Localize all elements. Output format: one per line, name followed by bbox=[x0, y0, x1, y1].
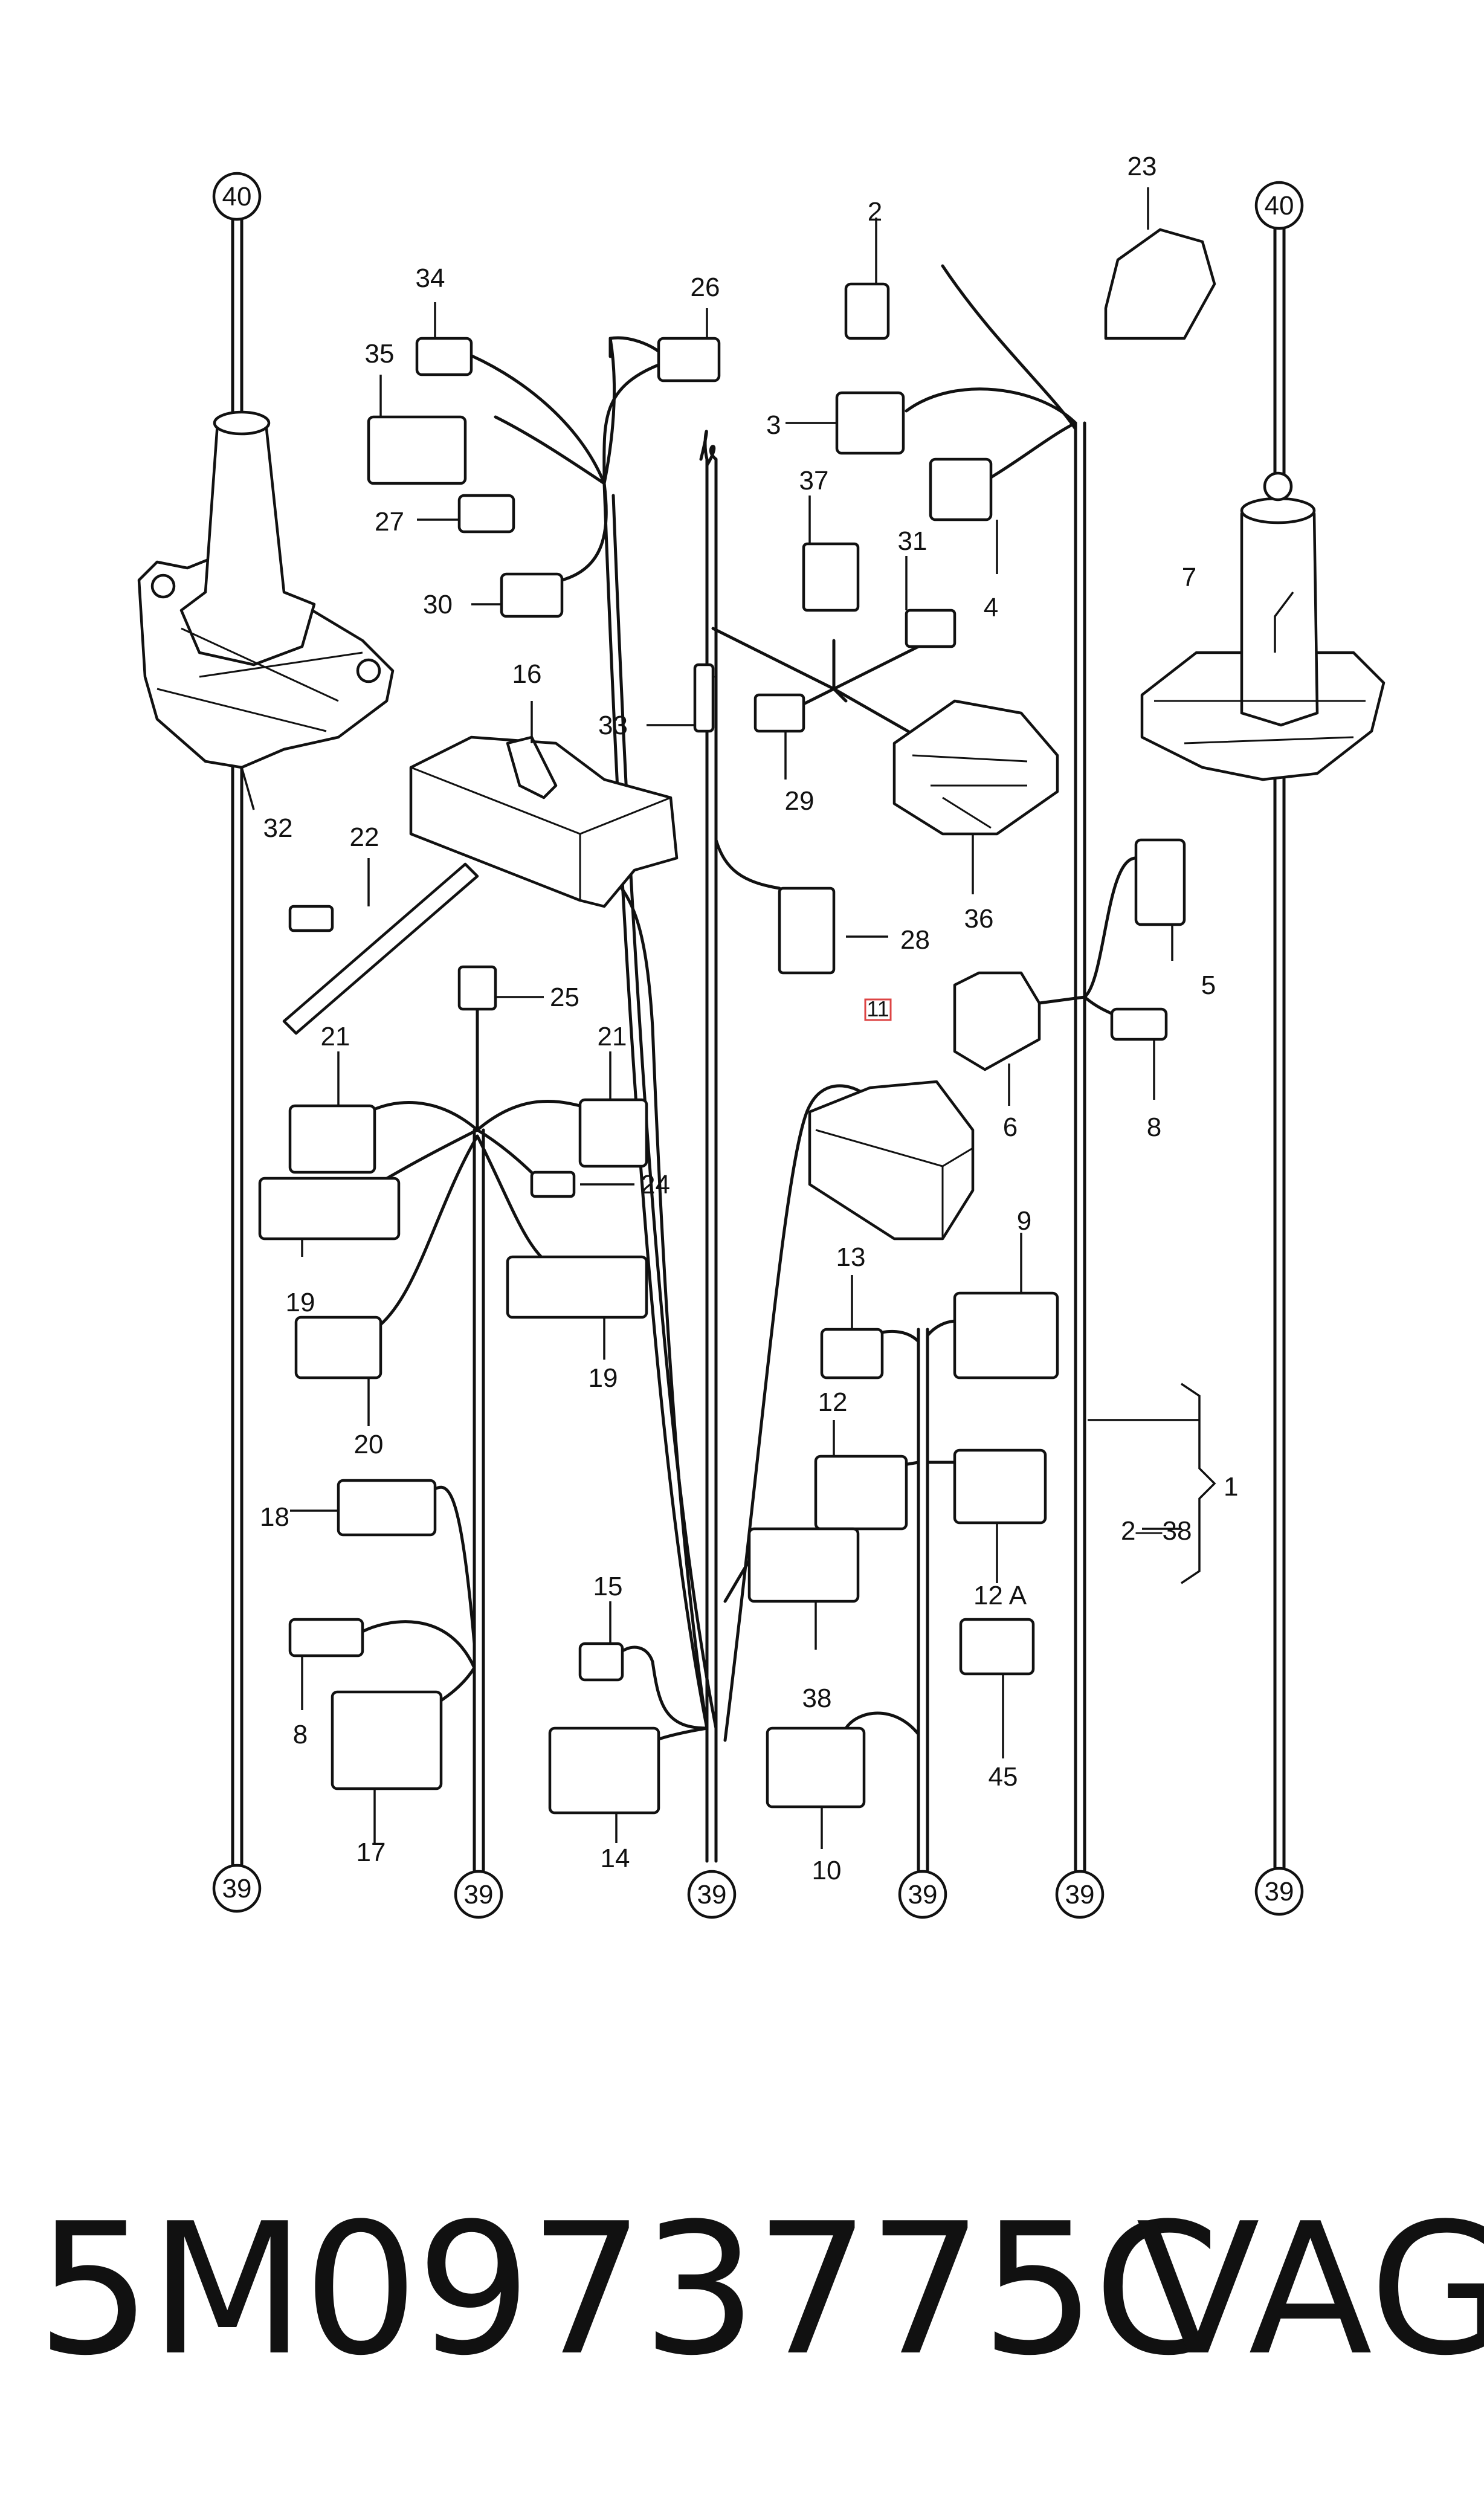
ref-label: 40 bbox=[222, 182, 252, 211]
ref-circle-top-left: 40 bbox=[212, 172, 262, 221]
callout-12: 12 bbox=[818, 1387, 848, 1417]
callout-14: 14 bbox=[601, 1844, 630, 1873]
callout-5: 5 bbox=[1201, 970, 1216, 1000]
callout-17: 17 bbox=[356, 1838, 386, 1867]
callout-21a: 21 bbox=[321, 1022, 350, 1051]
callout-15: 15 bbox=[593, 1572, 623, 1601]
callout-24: 24 bbox=[640, 1170, 670, 1199]
callout-19a: 19 bbox=[286, 1288, 315, 1317]
ref-label: 39 bbox=[222, 1874, 252, 1903]
callout-25: 25 bbox=[550, 983, 579, 1012]
ref-circle-bottom-4: 39 bbox=[898, 1870, 947, 1919]
callout-33: 33 bbox=[598, 711, 628, 740]
ref-label: 39 bbox=[697, 1880, 727, 1909]
leader-lines bbox=[240, 187, 1294, 1849]
part-23-bracket bbox=[1104, 228, 1216, 340]
callout-30: 30 bbox=[423, 590, 453, 619]
ref-label: 40 bbox=[1265, 191, 1294, 221]
callout-16: 16 bbox=[512, 659, 542, 689]
callout-27: 27 bbox=[375, 507, 404, 537]
callout-19b: 19 bbox=[589, 1363, 618, 1393]
ref-circle-bottom-1: 39 bbox=[212, 1864, 262, 1913]
part-number-caption: 5M0973775C bbox=[36, 2184, 1220, 2395]
callout-36: 36 bbox=[964, 904, 994, 934]
callout-18: 18 bbox=[260, 1502, 289, 1532]
callout-12a: 12 A bbox=[973, 1581, 1027, 1610]
small-connectors bbox=[258, 282, 1186, 1815]
callout-13: 13 bbox=[836, 1242, 866, 1272]
ref-circle-bottom-2: 39 bbox=[454, 1870, 503, 1919]
brand-caption: VAG bbox=[1136, 2184, 1484, 2395]
harness-wires bbox=[231, 216, 1286, 1875]
callout-32: 32 bbox=[263, 813, 293, 843]
ref-circle-bottom-6: 39 bbox=[1254, 1867, 1304, 1916]
callout-10: 10 bbox=[812, 1856, 842, 1885]
part-11-connector bbox=[808, 998, 975, 1241]
callout-21b: 21 bbox=[598, 1022, 627, 1051]
ref-label: 39 bbox=[908, 1880, 938, 1909]
callout-8a: 8 bbox=[1147, 1112, 1161, 1142]
ref-circle-bottom-3: 39 bbox=[687, 1870, 737, 1919]
callout-labels: 2 3 4 5 6 7 8 8 9 10 11 12 12 A 13 14 15… bbox=[260, 152, 1238, 1885]
callout-2: 2 bbox=[868, 197, 882, 227]
part-6-bracket bbox=[953, 971, 1041, 1071]
callout-23: 23 bbox=[1128, 152, 1157, 181]
callout-20: 20 bbox=[354, 1430, 384, 1459]
ref-circle-top-right: 40 bbox=[1254, 181, 1304, 230]
callout-45: 45 bbox=[989, 1762, 1018, 1792]
callout-22: 22 bbox=[350, 822, 379, 852]
callout-range: 2—38 bbox=[1121, 1516, 1192, 1546]
ref-label: 39 bbox=[1265, 1877, 1294, 1906]
callout-7: 7 bbox=[1182, 563, 1196, 592]
part-16-module bbox=[409, 735, 679, 908]
part-7-shift-housing bbox=[1140, 471, 1386, 781]
ref-label: 39 bbox=[464, 1880, 494, 1909]
callout-35: 35 bbox=[365, 339, 395, 369]
callout-31: 31 bbox=[898, 526, 928, 556]
part-36-connector bbox=[892, 699, 1059, 836]
ref-circle-bottom-5: 39 bbox=[1055, 1870, 1105, 1919]
callout-8b: 8 bbox=[293, 1720, 308, 1749]
callout-37: 37 bbox=[799, 466, 829, 496]
part-32-shift-housing bbox=[137, 410, 395, 769]
callout-4: 4 bbox=[984, 593, 998, 622]
callout-6: 6 bbox=[1003, 1112, 1018, 1142]
callout-26: 26 bbox=[691, 273, 720, 302]
callout-1: 1 bbox=[1224, 1472, 1238, 1502]
ref-label: 39 bbox=[1065, 1880, 1095, 1909]
callout-34: 34 bbox=[416, 263, 445, 293]
wiring-harness-diagram: 2 3 4 5 6 7 8 8 9 10 11 12 12 A 13 14 15… bbox=[137, 152, 1386, 1919]
callout-11: 11 bbox=[866, 996, 889, 1021]
callout-3: 3 bbox=[766, 410, 781, 440]
callout-29: 29 bbox=[785, 786, 815, 816]
callout-38: 38 bbox=[802, 1684, 832, 1713]
callout-9: 9 bbox=[1017, 1206, 1031, 1236]
callout-28: 28 bbox=[900, 925, 930, 955]
